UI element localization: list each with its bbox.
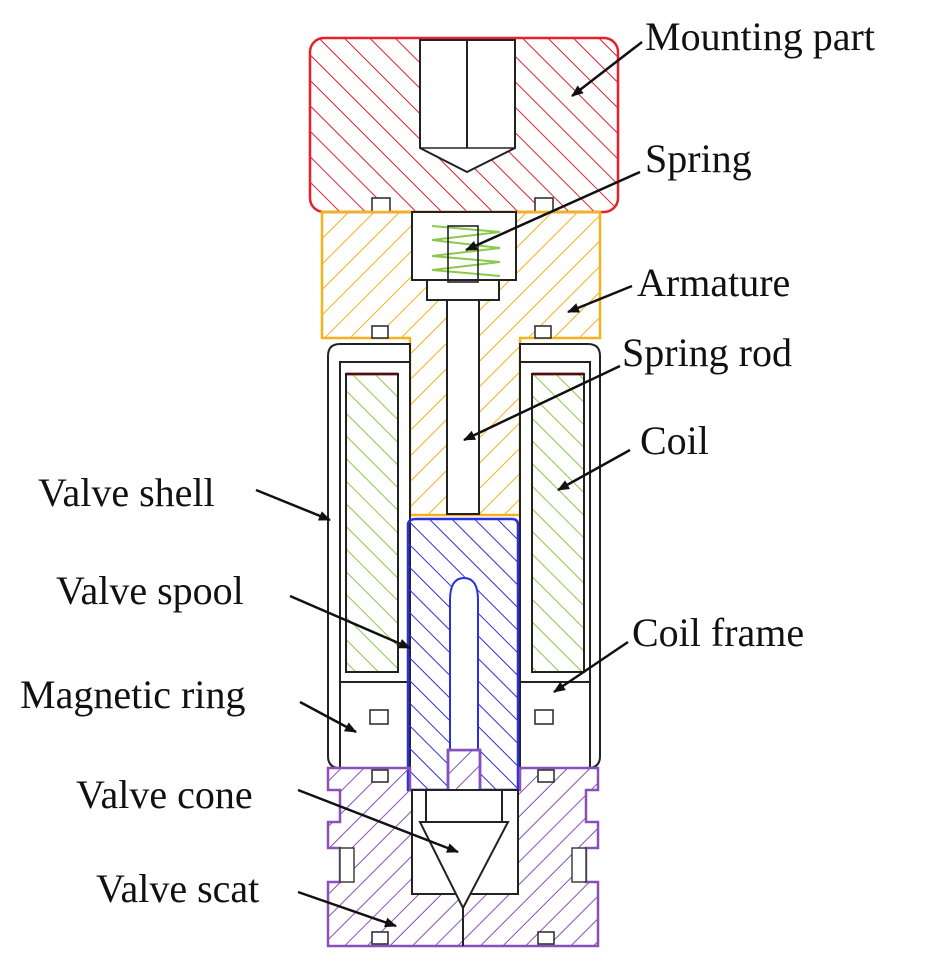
leader-coil [557, 448, 631, 492]
label-coil-frame: Coil frame [632, 610, 804, 655]
label-spring-rod: Spring rod [622, 330, 792, 375]
label-armature: Armature [637, 260, 790, 305]
leader-spring-rod [463, 364, 621, 442]
label-valve-shell: Valve shell [38, 470, 215, 515]
leader-valve-seat [297, 890, 397, 928]
label-magnetic-ring: Magnetic ring [20, 672, 246, 717]
label-valve-seat: Valve scat [96, 866, 259, 911]
label-coil: Coil [640, 418, 709, 463]
leader-valve-spool [289, 594, 411, 650]
label-mounting-part: Mounting part [645, 14, 875, 59]
coil-left [345, 372, 399, 673]
valve-cone [418, 789, 510, 911]
leader-valve-cone [297, 788, 459, 854]
leader-mounting-part [571, 41, 643, 97]
spring [431, 225, 501, 283]
leader-spring [465, 170, 641, 252]
valve-spool [406, 517, 520, 792]
leader-valve-shell [255, 488, 331, 522]
label-spring: Spring [645, 136, 752, 181]
leader-magnetic-ring [299, 700, 357, 734]
mounting-part [308, 36, 620, 214]
label-valve-cone: Valve cone [76, 772, 253, 817]
leader-coil-frame [553, 640, 629, 694]
label-valve-spool: Valve spool [56, 568, 244, 613]
leader-lines [255, 41, 643, 928]
leader-armature [567, 284, 633, 314]
coil-right [531, 372, 585, 673]
spring-rod [446, 299, 480, 515]
